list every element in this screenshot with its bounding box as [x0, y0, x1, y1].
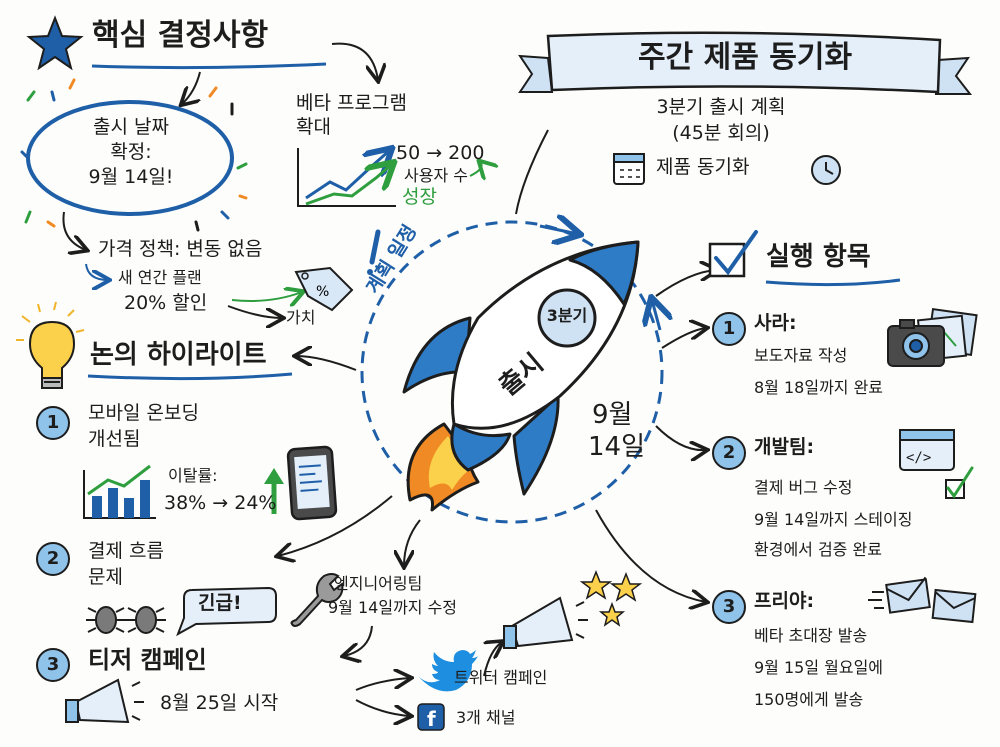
key-decisions-title: 핵심 결정사항 [92, 18, 269, 53]
launch-date-line1: 출시 날짜 [93, 116, 169, 138]
wrench-icon [290, 573, 344, 627]
bug-icon [86, 606, 166, 634]
highlight-2-line1: 결제 흐름 [88, 540, 164, 562]
action-1-line2: 8월 18일까지 완료 [754, 378, 884, 397]
twitter-campaign-label: 트위터 캠페인 [454, 668, 548, 687]
annual-plan: 새 연간 플랜 [118, 268, 202, 287]
churn-label: 이탈률: [168, 466, 218, 485]
urgent-speech-bubble [176, 586, 277, 637]
urgent-tag: 긴급! [198, 592, 242, 614]
envelope-icon [868, 576, 977, 624]
checkbox-icon [708, 230, 758, 278]
action-2-line2: 9월 14일까지 스테이징 [754, 510, 913, 529]
phone-icon [286, 445, 338, 521]
banner-title: 주간 제품 동기화 [637, 40, 853, 75]
meeting-label: 제품 동기화 [656, 156, 750, 178]
highlights-title: 논의 하이라이트 [90, 340, 267, 370]
exclamation-icon [367, 229, 381, 275]
confetti-decoration [20, 78, 248, 232]
timeline-orbit [360, 222, 662, 524]
rocket-date-line1: 9월 [592, 400, 633, 430]
highlight-3-number: 3 [36, 648, 70, 682]
beta-growth-chart [297, 148, 482, 207]
beta-title-line1: 베타 프로그램 [296, 92, 407, 114]
highlight-2-number: 2 [36, 542, 70, 576]
star-icon [26, 15, 84, 71]
banner-ribbon [518, 31, 973, 95]
action-2-number: 2 [712, 436, 746, 470]
action-3-number: 3 [712, 590, 746, 624]
highlight-3-line2: 8월 25일 시작 [160, 692, 279, 714]
action-2-owner: 개발팀: [754, 436, 815, 458]
svg-text:</>: </> [906, 450, 931, 466]
megaphone-icon [503, 596, 588, 649]
channels-label: 3개 채널 [456, 708, 516, 727]
engineering-line2: 9월 14일까지 수정 [328, 598, 458, 617]
arrow-up-icon [264, 468, 284, 514]
svg-text:f: f [427, 707, 436, 731]
teaser-megaphone-icon [65, 678, 144, 724]
action-items-title: 실행 항목 [766, 242, 871, 272]
rocket-date-line2: 14일 [588, 432, 646, 462]
action-3-line3: 150명에게 발송 [754, 690, 864, 709]
pricing-policy: 가격 정책: 변동 없음 [98, 238, 263, 260]
code-window-icon: </> [899, 429, 955, 471]
launch-date-line3: 9월 14일! [88, 166, 174, 188]
highlight-1-line1: 모바일 온보딩 [88, 402, 199, 424]
banner-subtitle-line1: 3분기 출시 계획 [656, 96, 786, 118]
highlight-1-line2: 개선됨 [88, 428, 141, 450]
svg-text:%: % [316, 284, 329, 300]
beta-growth-label: 성장 [402, 186, 437, 208]
banner-subtitle-line2: (45분 회의) [672, 122, 770, 144]
clock-icon [811, 155, 841, 185]
churn-value: 38% → 24% [164, 492, 277, 514]
launch-date-line2: 확정: [110, 141, 152, 163]
lightbulb-icon [16, 301, 85, 389]
beta-title-line2: 확대 [296, 116, 331, 138]
sparkle-stars-icon [579, 569, 643, 627]
rocket-badge: 3분기 [546, 306, 588, 325]
rocket-icon [402, 240, 640, 512]
action-1-number: 1 [712, 312, 746, 346]
highlight-1-number: 1 [36, 406, 70, 440]
action-3-line2: 9월 15일 월요일에 [754, 658, 884, 677]
action-1-owner: 사라: [754, 312, 797, 334]
action-3-owner: 프리야: [754, 590, 815, 612]
facebook-icon: f [417, 703, 445, 731]
twitter-icon [418, 650, 478, 692]
action-2-line3: 환경에서 검증 완료 [754, 540, 882, 559]
action-1-line1: 보도자료 작성 [754, 346, 848, 365]
calendar-icon [613, 153, 645, 185]
beta-users-label: 사용자 수 [404, 166, 468, 185]
engineering-line1: 엔지니어링팀 [334, 574, 423, 593]
beta-users-change: 50 → 200 [396, 142, 485, 164]
highlight-3-line1: 티저 캠페인 [88, 646, 207, 674]
camera-icon [887, 308, 978, 367]
annual-discount: 20% 할인 [124, 292, 208, 314]
churn-chart [83, 464, 156, 519]
highlight-2-line2: 문제 [88, 566, 123, 588]
action-2-line1: 결제 버그 수정 [754, 478, 853, 497]
price-tag-icon: % [294, 266, 354, 312]
checkmark-icon [945, 466, 974, 499]
value-label: 가치 [286, 308, 316, 327]
action-3-line1: 베타 초대장 발송 [754, 626, 868, 645]
